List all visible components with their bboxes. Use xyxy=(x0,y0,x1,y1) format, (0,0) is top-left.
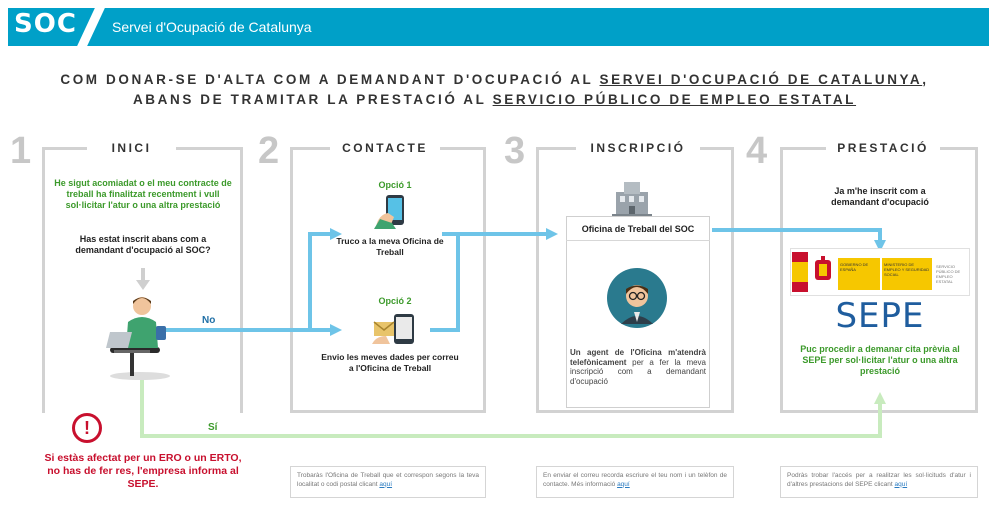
panel-3-top-left xyxy=(536,147,576,150)
panel-4-top-left xyxy=(780,147,826,150)
sepe-logo[interactable]: SEPE xyxy=(835,296,925,336)
panel-contacte xyxy=(290,147,486,413)
flow-to-sepe xyxy=(712,228,882,232)
flow-sepe-down xyxy=(878,228,882,244)
headline-line-1: COM DONAR-SE D'ALTA COM A DEMANDANT D'OC… xyxy=(0,72,989,87)
headline-text: COM DONAR-SE D'ALTA COM A DEMANDANT D'OC… xyxy=(60,72,600,87)
option2-text: Envio les meves dades per correu a l'Ofi… xyxy=(321,352,459,373)
step1-intro: He sigut acomiadat o el meu contracte de… xyxy=(54,178,232,210)
step-title-prestacio: PRESTACIÓ xyxy=(837,141,929,155)
footnote-sepe: Podràs trobar l'accés per a realitzar le… xyxy=(780,466,978,498)
step-number-3: 3 xyxy=(504,130,526,172)
flow-option1-out xyxy=(442,232,460,236)
flow-to-option2 xyxy=(308,328,334,332)
panel-2-top-left xyxy=(290,147,330,150)
gobierno-text: GOBIERNO DE ESPAÑA xyxy=(838,258,880,290)
office-card-text-rest: per a fer la meva inscripció com a deman… xyxy=(570,357,706,386)
panel-1-top-left xyxy=(42,147,87,150)
ero-warning: Si estàs afectat per un ERO o un ERTO, n… xyxy=(44,452,242,490)
footnote-contact: Trobaràs l'Oficina de Treball que et cor… xyxy=(290,466,486,498)
phone-call-icon xyxy=(374,195,404,229)
panel-3-top-right xyxy=(700,147,734,150)
flow-no-line xyxy=(150,328,312,332)
flow-option2-out xyxy=(430,328,460,332)
arrow-office-icon xyxy=(546,228,558,240)
panel-1-top-right xyxy=(176,147,243,150)
headline-line-2: ABANS DE TRAMITAR LA PRESTACIÓ AL SERVIC… xyxy=(0,92,989,107)
flow-yes-up xyxy=(878,400,882,438)
registered-text: Ja m'he inscrit com a demandant d'ocupac… xyxy=(831,186,929,207)
servicio-text: SERVICIO PÚBLICO DE EMPLEO ESTATAL xyxy=(934,258,968,290)
sepe-link[interactable]: SERVICIO PÚBLICO DE EMPLEO ESTATAL xyxy=(492,92,857,107)
arrow-option2-icon xyxy=(330,324,342,336)
panel-inici xyxy=(42,147,243,413)
soc-link[interactable]: SERVEI D'OCUPACIÓ DE CATALUNYA xyxy=(599,72,923,87)
no-label: No xyxy=(202,315,216,326)
more-info-link[interactable]: aquí xyxy=(617,480,630,488)
step-title-inici: INICI xyxy=(111,141,152,155)
office-card-title: Oficina de Treball del SOC xyxy=(581,224,695,234)
panel-2-top-right xyxy=(440,147,486,150)
option1-text: Truco a la meva Oficina de Treball xyxy=(336,236,444,257)
banner-bar xyxy=(8,8,989,46)
alert-icon: ! xyxy=(72,413,102,443)
flow-split-vertical xyxy=(308,232,312,332)
spain-flag-icon xyxy=(792,252,808,292)
arrow-sepe-icon xyxy=(874,240,886,252)
step-number-2: 2 xyxy=(258,130,280,172)
panel-inscripcio xyxy=(536,147,734,413)
option1-title: Opció 1 xyxy=(378,180,412,190)
step-title-inscripcio: INSCRIPCIÓ xyxy=(590,141,686,155)
option2-title: Opció 2 xyxy=(378,296,412,306)
banner-subtitle: Servei d'Ocupació de Catalunya xyxy=(112,19,312,35)
flow-to-office xyxy=(456,232,550,236)
office-building-icon xyxy=(612,182,652,216)
headline-text: ABANS DE TRAMITAR LA PRESTACIÓ AL xyxy=(132,92,493,107)
person-laptop-icon xyxy=(106,297,170,380)
office-card-divider xyxy=(566,240,710,241)
arrow-yes-icon xyxy=(874,392,886,404)
email-phone-icon xyxy=(372,314,414,344)
coat-of-arms-icon xyxy=(815,256,831,280)
office-card-text: Un agent de l'Oficina m'atendrà telefòni… xyxy=(570,348,706,386)
arrow-down-icon xyxy=(136,268,150,290)
flow-yes-horizontal xyxy=(140,434,882,438)
step1-question: Has estat inscrit abans com a demandant … xyxy=(75,234,211,255)
yes-label: Sí xyxy=(208,422,218,433)
sepe-access-link[interactable]: aquí xyxy=(894,480,908,488)
footnote-email: En enviar el correu recorda escriure el … xyxy=(536,466,734,498)
step-title-contacte: CONTACTE xyxy=(342,141,428,155)
step-number-1: 1 xyxy=(10,130,32,172)
footnote-text: En enviar el correu recorda escriure el … xyxy=(543,472,727,488)
flow-to-option1 xyxy=(308,232,334,236)
agent-avatar-icon xyxy=(607,268,667,328)
header-banner: SOC Servei d'Ocupació de Catalunya xyxy=(0,0,989,52)
footnote-text: Podràs trobar l'accés per a realitzar le… xyxy=(787,472,971,488)
arrow-option1-icon xyxy=(330,228,342,240)
appointment-text: Puc procedir a demanar cita prèvia al SE… xyxy=(800,344,960,376)
soc-logo[interactable]: SOC xyxy=(14,9,77,39)
ministerio-text: MINISTERIO DE EMPLEO Y SEGURIDAD SOCIAL xyxy=(882,258,932,290)
flow-merge-vertical xyxy=(456,232,460,332)
office-card-text-bold: Un agent de l'Oficina m'atendrà telefòni… xyxy=(570,348,706,367)
office-finder-link[interactable]: aquí xyxy=(379,480,393,488)
step-number-4: 4 xyxy=(746,130,768,172)
footnote-text: Trobaràs l'Oficina de Treball que et cor… xyxy=(297,472,479,488)
panel-4-top-right xyxy=(940,147,978,150)
flow-yes-vertical xyxy=(140,380,144,438)
headline-comma: , xyxy=(922,72,929,87)
